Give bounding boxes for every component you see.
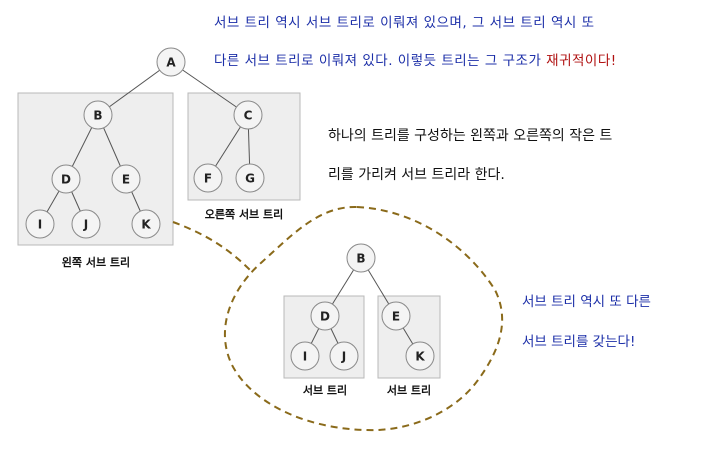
node-a: A: [156, 47, 186, 77]
sub-node-i: I: [290, 341, 320, 371]
svg-text:C: C: [244, 109, 253, 123]
node-g: G: [235, 163, 265, 193]
svg-text:G: G: [245, 172, 255, 186]
svg-text:I: I: [38, 218, 42, 232]
svg-text:F: F: [204, 172, 212, 186]
svg-text:B: B: [93, 109, 102, 123]
svg-text:D: D: [61, 173, 71, 187]
node-f: F: [193, 163, 223, 193]
node-d: D: [51, 164, 81, 194]
sub-node-d: D: [310, 301, 340, 331]
subtree-connector-line: [172, 221, 251, 271]
sub-node-e: E: [381, 301, 411, 331]
subtree-note-line2: 서브 트리를 갖는다!: [522, 334, 636, 350]
recursion-emphasis: 재귀적이다!: [546, 53, 617, 69]
sub-node-b: B: [346, 243, 376, 273]
recursion-note-text: 다른 서브 트리로 이뤄져 있다. 이렇듯 트리는 그 구조가: [214, 53, 547, 69]
subtree-highlight-outline: [224, 205, 504, 432]
svg-text:E: E: [122, 173, 130, 187]
svg-text:I: I: [303, 350, 307, 364]
node-e: E: [111, 164, 141, 194]
svg-text:K: K: [415, 350, 425, 364]
svg-text:J: J: [341, 350, 346, 364]
node-b: B: [83, 100, 113, 130]
left-subtree-label: 왼쪽 서브 트리: [62, 255, 130, 269]
svg-text:D: D: [320, 310, 330, 324]
subtree-note-line1: 서브 트리 역시 또 다른: [522, 294, 651, 310]
svg-text:B: B: [356, 252, 365, 266]
sub-left-label: 서브 트리: [303, 383, 347, 397]
svg-text:E: E: [392, 310, 400, 324]
sub-node-j: J: [329, 341, 359, 371]
node-c: C: [233, 100, 263, 130]
node-j: J: [71, 209, 101, 239]
right-subtree-label: 오른쪽 서브 트리: [205, 207, 284, 221]
node-k: K: [131, 209, 161, 239]
svg-text:J: J: [83, 218, 88, 232]
definition-note-line2: 리를 가리켜 서브 트리라 한다.: [328, 167, 505, 183]
recursion-note-line1: 서브 트리 역시 서브 트리로 이뤄져 있으며, 그 서브 트리 역시 또: [214, 15, 595, 31]
sub-node-k: K: [405, 341, 435, 371]
svg-text:K: K: [141, 218, 151, 232]
svg-text:A: A: [166, 56, 176, 70]
node-i: I: [25, 209, 55, 239]
definition-note-line1: 하나의 트리를 구성하는 왼쪽과 오른쪽의 작은 트: [328, 128, 613, 144]
recursion-note-line2: 다른 서브 트리로 이뤄져 있다. 이렇듯 트리는 그 구조가 재귀적이다!: [214, 49, 714, 69]
sub-right-label: 서브 트리: [387, 383, 431, 397]
